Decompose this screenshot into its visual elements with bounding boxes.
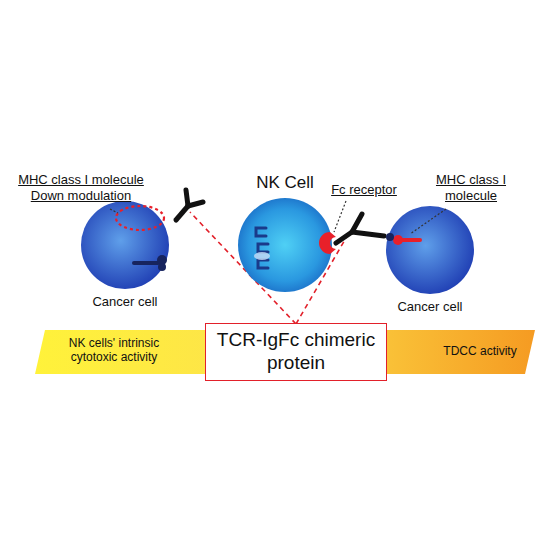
cell-body [81,201,169,289]
node-label: Cancer cell [40,294,210,309]
chimeric-protein-symbol [336,214,384,243]
nk-cell: NK Cell [237,197,333,293]
cell-body [238,198,332,292]
cancer-cell: Cancer cell [385,205,475,295]
node-label: Cancer cell [345,299,515,314]
protein-box: TCR-IgFc chimeric protein [205,323,387,381]
leader-line [334,201,346,232]
cell-outline [385,205,475,295]
cell-body [386,206,474,294]
cell-outline [80,200,170,290]
band-fill [35,330,535,374]
cancer-cell: Cancer cell [80,200,170,290]
antibody-symbol [176,190,203,220]
node-label: TCR-IgFc chimeric protein [214,329,378,375]
callout-label: MHC class I molecule Down modulation [6,172,156,205]
callout-label: MHC class I molecule [410,172,532,205]
activity-band: NK cells' intrinsic cytotoxic activity TD… [35,330,535,374]
node-label: NK cells' intrinsic cytotoxic activity [49,336,179,365]
callout-label: Fc receptor [326,182,402,198]
node-body: TDCC activity [437,344,523,358]
cell-outline [237,197,333,293]
